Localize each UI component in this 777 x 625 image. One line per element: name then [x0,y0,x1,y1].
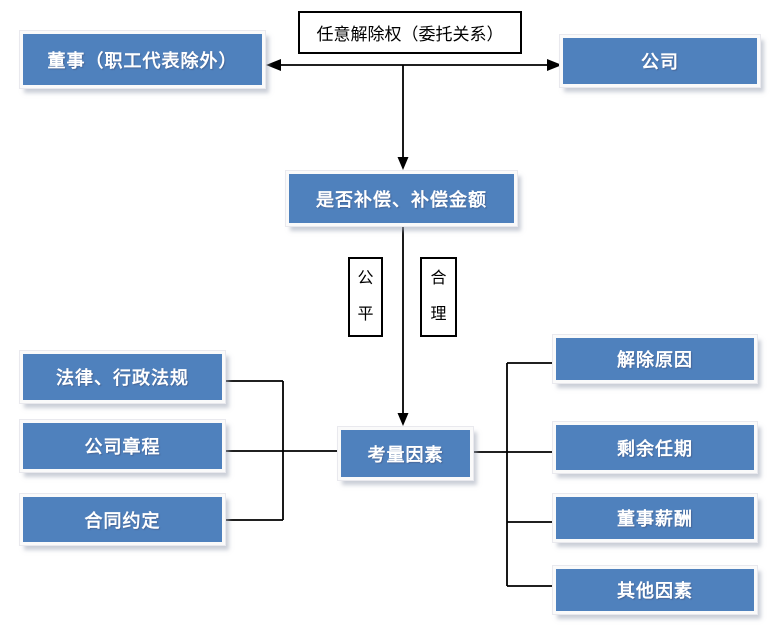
node-termination-right: 任意解除权（委托关系） [298,11,522,54]
node-fair-label: 公平 [357,270,374,323]
node-factors: 考量因素 [338,427,473,480]
node-remaining-term: 剩余任期 [553,422,757,473]
node-contract-agreement: 合同约定 [20,494,225,545]
node-director-salary: 董事薪酬 [553,494,757,542]
node-reasonable: 合理 [420,257,457,337]
node-other-factors: 其他因素 [553,566,757,614]
node-director: 董事（职工代表除外） [20,31,265,88]
arrowhead-down-factors-icon [397,413,409,426]
arrowhead-left-icon [266,59,281,71]
node-compensation: 是否补偿、补偿金额 [286,171,517,226]
node-termination-reason: 解除原因 [553,335,757,383]
node-fair: 公平 [348,257,383,337]
node-company-charter: 公司章程 [20,420,225,472]
node-company: 公司 [560,35,760,87]
arrowhead-down-compensation-icon [397,157,409,170]
node-reasonable-label: 合理 [430,270,447,323]
node-law-regulations: 法律、行政法规 [20,351,225,403]
